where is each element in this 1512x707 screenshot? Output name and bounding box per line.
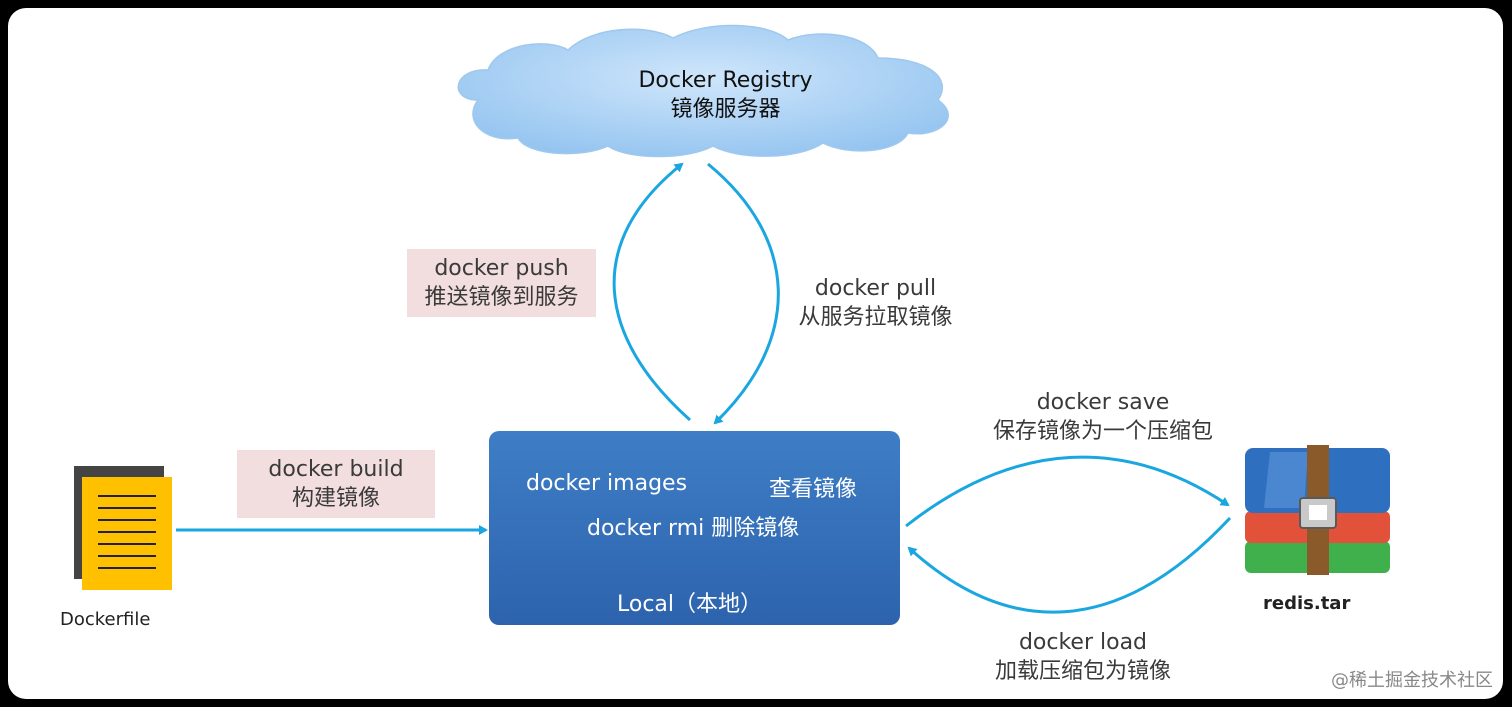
registry-title: Docker Registry [638, 68, 813, 93]
images-desc: 查看镜像 [769, 477, 858, 502]
archive-icon [1245, 445, 1390, 575]
pull-arrow [707, 162, 780, 425]
save-label: docker save 保存镜像为一个压缩包 [973, 388, 1233, 446]
registry-subtitle: 镜像服务器 [670, 97, 781, 122]
pull-command: docker pull [814, 276, 937, 301]
build-label-bg [237, 450, 435, 518]
build-command: docker build [268, 457, 404, 482]
local-label: Local（本地） [617, 592, 763, 617]
load-label: docker load 加载压缩包为镜像 [973, 628, 1193, 686]
build-label: docker build 构建镜像 [237, 455, 435, 513]
diagram-canvas: Docker Registry 镜像服务器 docker push 推送镜像到服… [8, 8, 1503, 699]
local-box: docker images 查看镜像 docker rmi 删除镜像 Local… [489, 431, 900, 625]
push-desc: 推送镜像到服务 [424, 285, 579, 310]
images-command: docker images [526, 471, 688, 496]
load-arrow [907, 516, 1232, 614]
push-label: docker push 推送镜像到服务 [407, 254, 596, 312]
save-desc: 保存镜像为一个压缩包 [992, 419, 1213, 444]
push-command: docker push [434, 256, 569, 281]
save-arrow [905, 455, 1230, 528]
archive-label: redis.tar [1263, 593, 1351, 614]
arrows-layer [74, 24, 1390, 614]
save-command: docker save [1036, 390, 1170, 415]
rmi-command: docker rmi 删除镜像 [587, 516, 800, 541]
push-label-bg [407, 249, 596, 317]
watermark: @稀土掘金技术社区 [1331, 670, 1493, 691]
push-arrow [612, 162, 691, 422]
load-command: docker load [1018, 630, 1148, 655]
registry-label: Docker Registry 镜像服务器 [608, 66, 843, 124]
build-desc: 构建镜像 [291, 486, 380, 511]
load-desc: 加载压缩包为镜像 [994, 659, 1171, 684]
dockerfile-label: Dockerfile [60, 609, 151, 630]
document-icon [74, 466, 172, 590]
pull-label: docker pull 从服务拉取镜像 [778, 274, 973, 332]
pull-desc: 从服务拉取镜像 [798, 305, 953, 330]
registry-cloud-icon [457, 24, 949, 158]
